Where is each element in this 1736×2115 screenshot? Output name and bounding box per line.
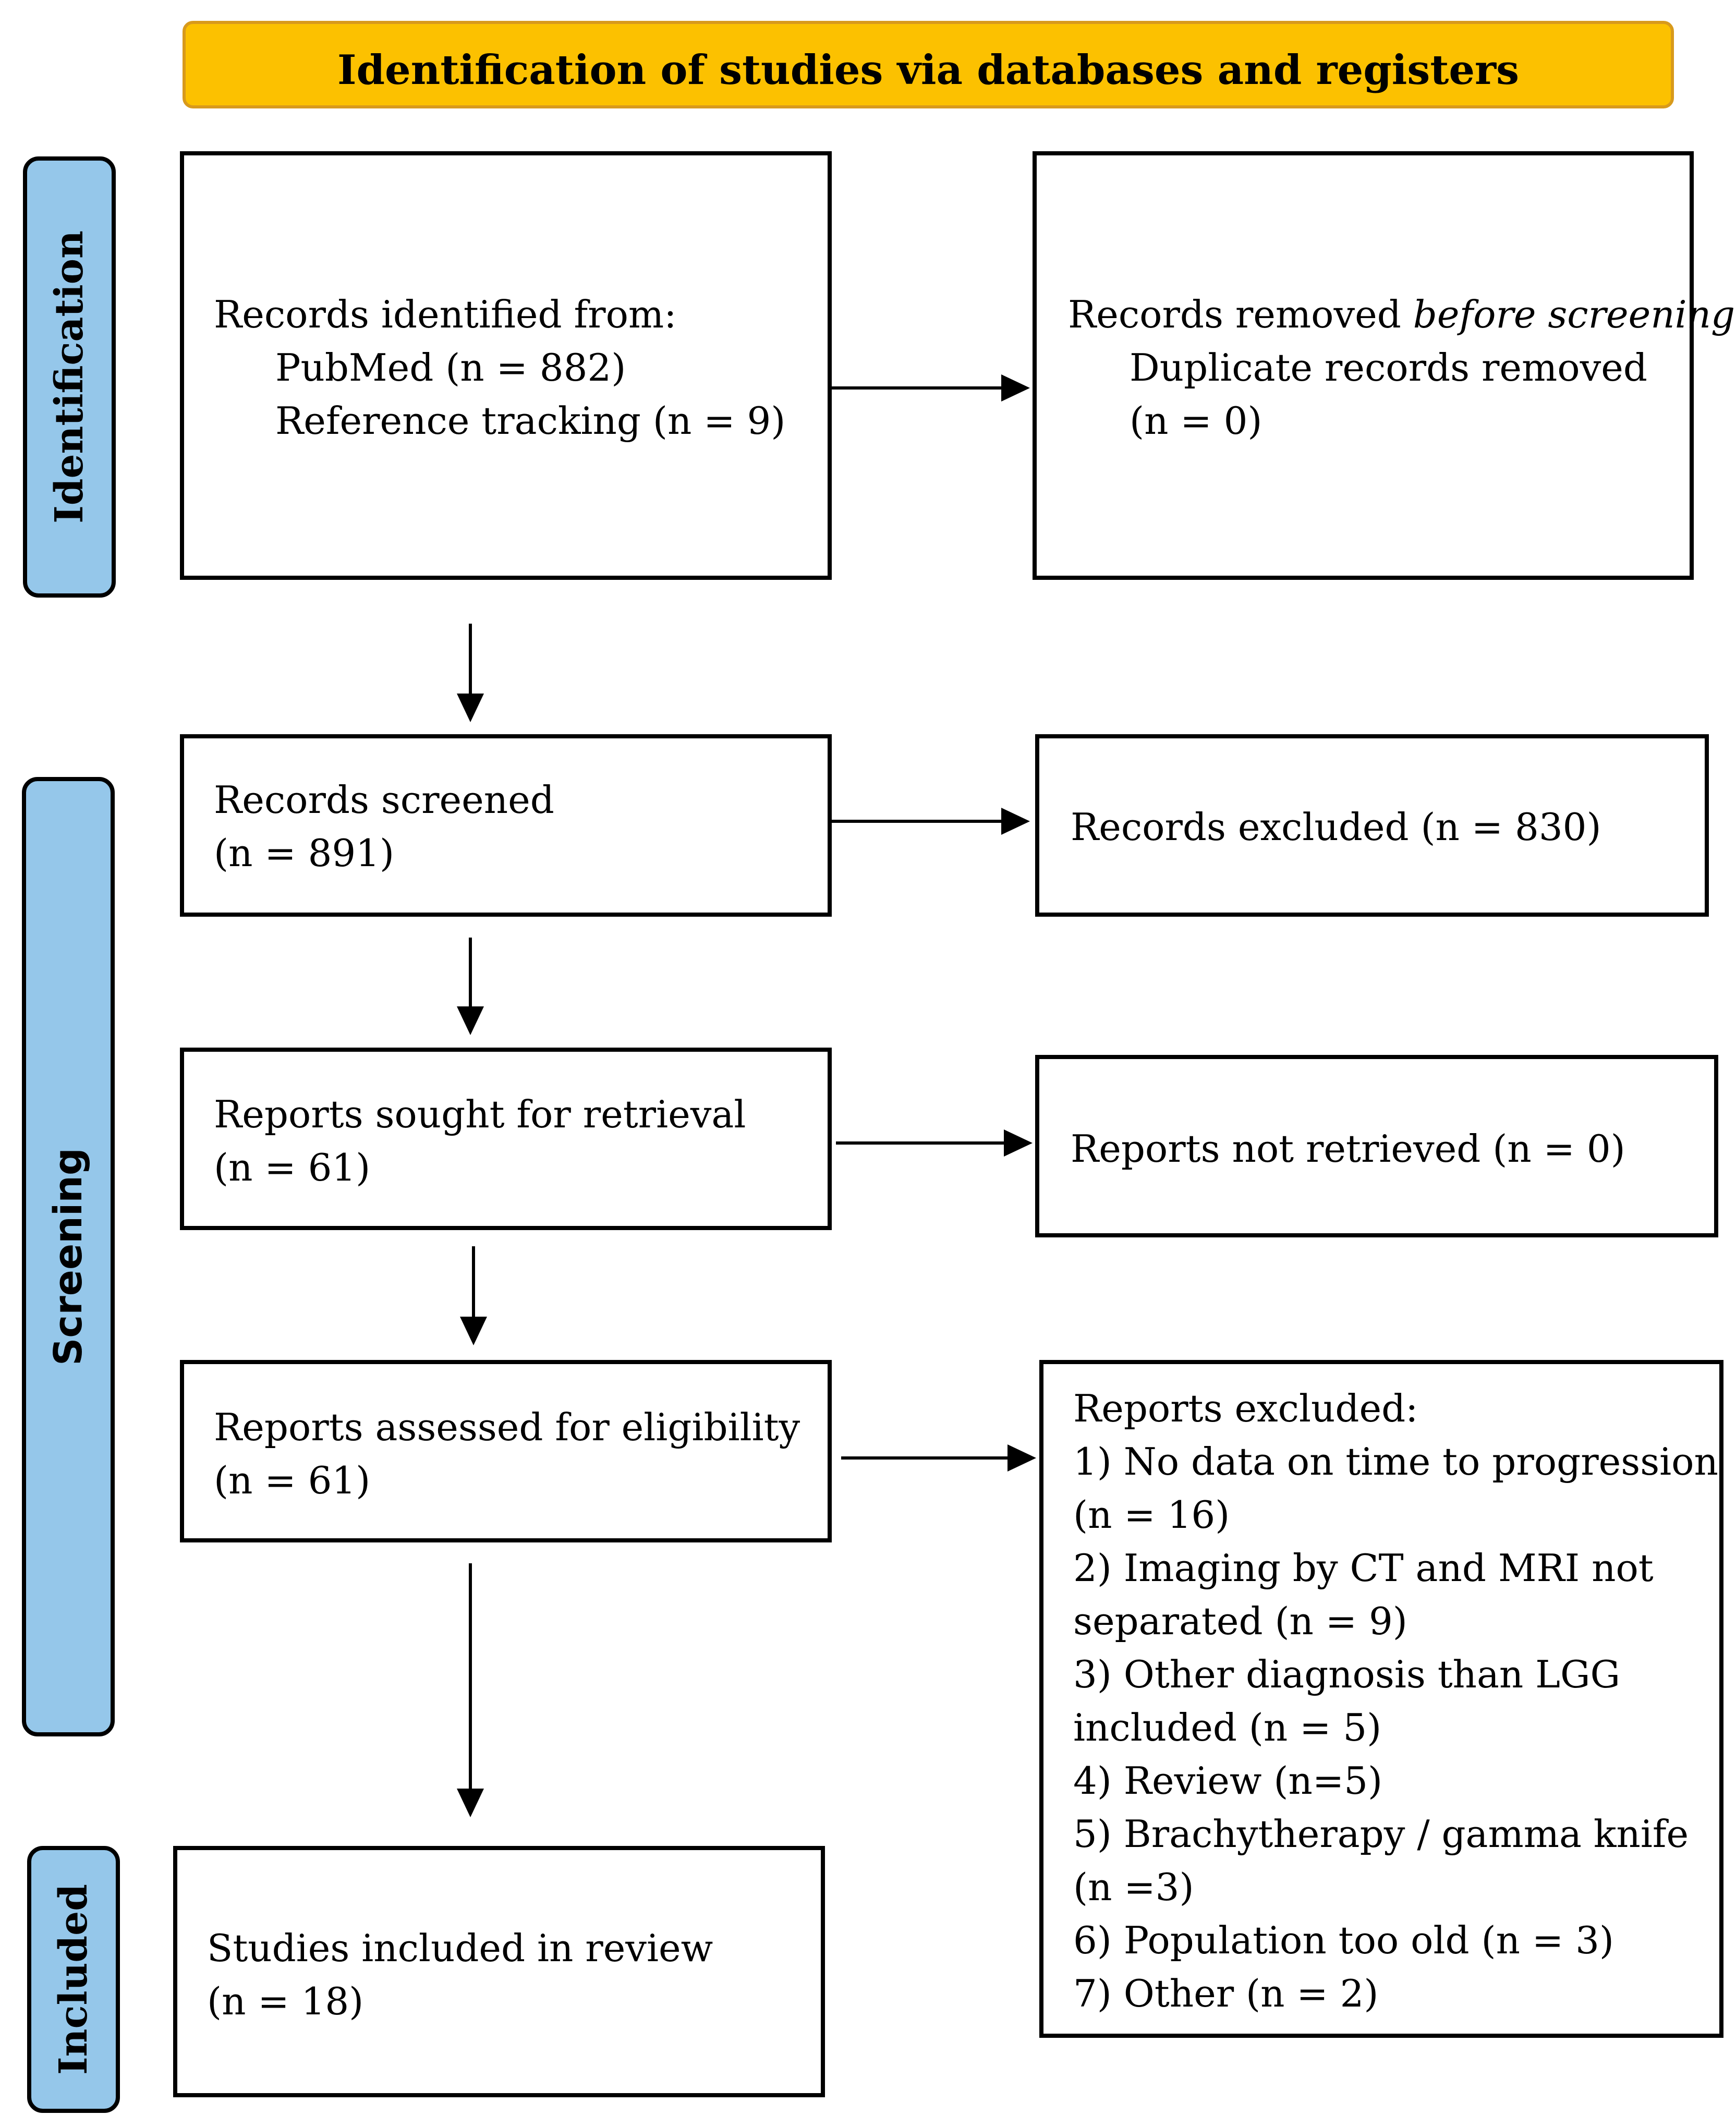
- reports-excluded-line-6: included (n = 5): [1073, 1706, 1382, 1749]
- records-excluded-label: Records excluded (n = 830): [1071, 805, 1601, 849]
- records-removed-count: (n = 0): [1130, 399, 1262, 443]
- records-excluded-box: [1035, 734, 1709, 917]
- records-identified-pubmed: PubMed (n = 882): [275, 346, 626, 390]
- reports-assessed-box: [180, 1360, 832, 1542]
- studies-included-box: [173, 1846, 825, 2097]
- reports-not-retrieved-box: [1035, 1055, 1718, 1237]
- reports-excluded-line-1: 1) No data on time to progression: [1073, 1440, 1718, 1484]
- reports-not-retrieved-label: Reports not retrieved (n = 0): [1071, 1127, 1625, 1171]
- arrow-to-reports-assessed: [460, 1246, 487, 1345]
- phase-identification: Identification: [23, 156, 116, 598]
- records-screened-label: Records screened: [214, 778, 554, 822]
- arrow-to-studies-included: [457, 1563, 484, 1817]
- arrow-to-records-excluded: [832, 808, 1030, 835]
- records-removed-heading-suffix: :: [1735, 293, 1736, 336]
- records-identified-box: [180, 151, 832, 580]
- reports-excluded-line-8: 5) Brachytherapy / gamma knife: [1073, 1812, 1689, 1856]
- reports-excluded-line-3: 2) Imaging by CT and MRI not: [1073, 1546, 1654, 1590]
- reports-excluded-line-2: (n = 16): [1073, 1493, 1230, 1537]
- reports-sought-label: Reports sought for retrieval: [214, 1092, 746, 1136]
- header-banner: Identification of studies via databases …: [183, 21, 1674, 108]
- phase-screening: Screening: [22, 777, 115, 1736]
- records-removed-text: Records removed before screening: Duplic…: [1068, 288, 1736, 447]
- records-removed-heading: Records removed before screening:: [1068, 293, 1736, 336]
- arrow-to-reports-excluded: [841, 1444, 1036, 1472]
- reports-excluded-line-4: separated (n = 9): [1073, 1599, 1407, 1643]
- reports-sought-box: [180, 1048, 832, 1230]
- arrow-to-reports-sought: [457, 938, 484, 1035]
- records-identified-reference: Reference tracking (n = 9): [275, 399, 786, 443]
- records-identified-text: Records identified from: PubMed (n = 882…: [214, 288, 785, 447]
- reports-assessed-label: Reports assessed for eligibility: [214, 1405, 800, 1449]
- reports-not-retrieved-text: Reports not retrieved (n = 0): [1071, 1122, 1625, 1175]
- phase-included: Included: [27, 1846, 120, 2113]
- reports-excluded-line-5: 3) Other diagnosis than LGG: [1073, 1652, 1621, 1696]
- studies-included-count: (n = 18): [207, 1979, 364, 2023]
- studies-included-label: Studies included in review: [207, 1926, 713, 1970]
- records-removed-box: [1033, 151, 1694, 580]
- reports-sought-count: (n = 61): [214, 1146, 371, 1189]
- reports-excluded-heading: Reports excluded:: [1073, 1387, 1418, 1430]
- reports-assessed-text: Reports assessed for eligibility (n = 61…: [214, 1401, 800, 1507]
- reports-sought-text: Reports sought for retrieval (n = 61): [214, 1088, 746, 1194]
- records-removed-heading-italic: before screening: [1413, 293, 1735, 336]
- records-removed-heading-prefix: Records removed: [1068, 293, 1413, 336]
- records-excluded-text: Records excluded (n = 830): [1071, 800, 1601, 854]
- reports-excluded-text: Reports excluded: 1) No data on time to …: [1073, 1382, 1718, 2020]
- arrow-to-reports-not-retrieved: [836, 1129, 1033, 1157]
- records-screened-box: [180, 734, 832, 917]
- records-identified-heading: Records identified from:: [214, 293, 677, 336]
- arrow-to-records-removed: [832, 374, 1030, 402]
- header-title: Identification of studies via databases …: [337, 46, 1519, 94]
- reports-excluded-line-7: 4) Review (n=5): [1073, 1759, 1383, 1803]
- reports-excluded-line-9: (n =3): [1073, 1865, 1194, 1909]
- reports-excluded-line-11: 7) Other (n = 2): [1073, 1972, 1379, 2015]
- records-screened-text: Records screened (n = 891): [214, 773, 554, 880]
- reports-assessed-count: (n = 61): [214, 1458, 371, 1502]
- records-screened-count: (n = 891): [214, 831, 395, 875]
- studies-included-text: Studies included in review (n = 18): [207, 1922, 713, 2028]
- reports-excluded-line-10: 6) Population too old (n = 3): [1073, 1918, 1614, 1962]
- arrow-to-records-screened: [457, 624, 484, 722]
- reports-excluded-box: [1039, 1360, 1723, 2038]
- records-removed-duplicates: Duplicate records removed: [1130, 346, 1647, 390]
